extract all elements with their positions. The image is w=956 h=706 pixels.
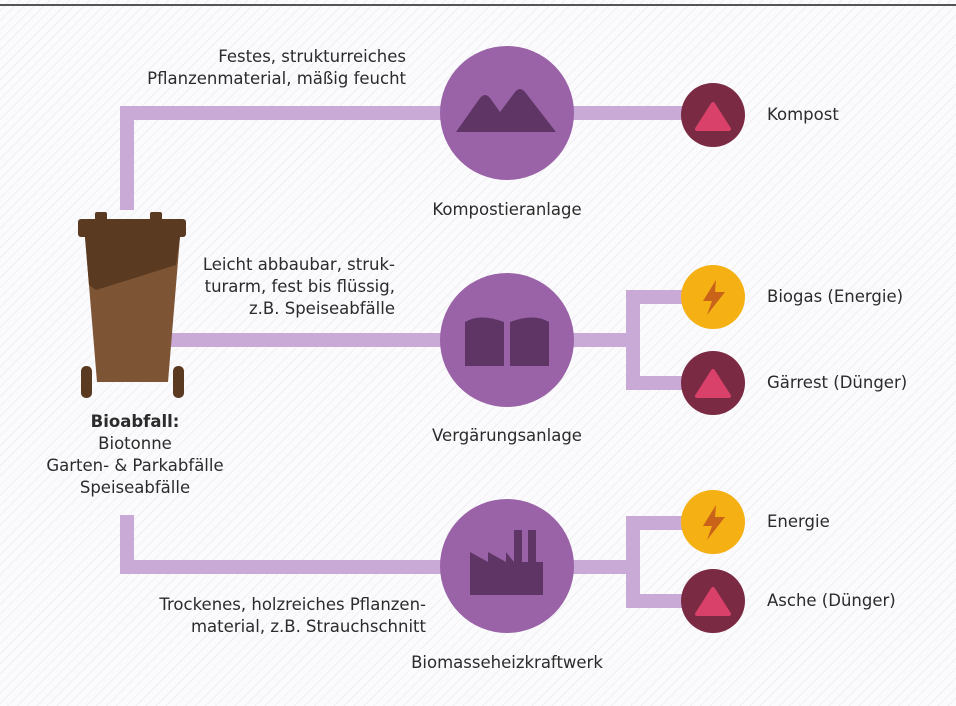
output-gaerrest-circle <box>681 351 745 415</box>
triangle-icon <box>695 369 731 398</box>
bin-icon <box>78 212 186 398</box>
material-label-middle: Leicht abbaubar, struk- turarm, fest bis… <box>202 255 395 318</box>
material-label-top: Festes, strukturreiches Pflanzenmaterial… <box>147 47 406 88</box>
connector-top-horizontal <box>120 106 454 120</box>
connector-middle-horizontal <box>170 333 460 347</box>
material-label-bottom: Trockenes, holzreiches Pflanzen- materia… <box>159 595 426 636</box>
connector-asche <box>626 594 696 608</box>
connector-kompost <box>560 106 694 120</box>
connector-bottom-fork-vertical <box>626 516 640 608</box>
facility-vergaerungsanlage <box>440 273 574 407</box>
connector-bottom-horizontal <box>120 560 460 574</box>
connector-top-vertical <box>120 106 134 210</box>
connector-bottom-vertical <box>120 515 134 574</box>
facility-label-kompostieranlage: Kompostieranlage <box>432 200 582 219</box>
source-line-speise: Speiseabfälle <box>79 478 191 497</box>
facility-kompostieranlage <box>440 46 574 180</box>
connector-lines <box>120 106 696 608</box>
open-book-icon <box>465 317 549 366</box>
output-label-asche: Asche (Dünger) <box>767 591 896 610</box>
output-biogas-circle <box>681 265 745 329</box>
triangle-icon <box>695 102 731 131</box>
source-label: Bioabfall: Biotonne Garten- & Parkabfäll… <box>30 411 240 499</box>
output-asche-circle <box>681 569 745 633</box>
connector-energie <box>626 516 696 530</box>
facility-biomasseheizkraftwerk <box>440 499 574 633</box>
factory-icon <box>470 530 543 595</box>
output-label-kompost: Kompost <box>767 105 839 124</box>
output-label-biogas: Biogas (Energie) <box>767 287 904 306</box>
output-energie-circle <box>681 490 745 554</box>
source-line-garten: Garten- & Parkabfälle <box>46 456 224 475</box>
connector-biogas <box>626 290 696 304</box>
connector-bottom-right <box>568 560 634 574</box>
connector-middle-right <box>568 333 634 347</box>
output-label-gaerrest: Gärrest (Dünger) <box>767 373 908 392</box>
facility-label-biomasseheizkraftwerk: Biomasseheizkraftwerk <box>411 653 603 672</box>
top-border-line <box>0 4 956 6</box>
output-kompost-circle <box>681 83 745 147</box>
connector-middle-fork-vertical <box>626 290 640 390</box>
lightning-icon <box>703 505 725 540</box>
mountains-icon <box>456 89 556 132</box>
triangle-icon <box>695 587 731 616</box>
source-line-biotonne: Biotonne <box>98 434 172 453</box>
facility-label-vergaerungsanlage: Vergärungsanlage <box>432 426 582 445</box>
source-title: Bioabfall: <box>90 412 180 431</box>
lightning-icon <box>703 280 725 315</box>
connector-gaerrest <box>626 376 696 390</box>
output-label-energie: Energie <box>767 512 830 531</box>
